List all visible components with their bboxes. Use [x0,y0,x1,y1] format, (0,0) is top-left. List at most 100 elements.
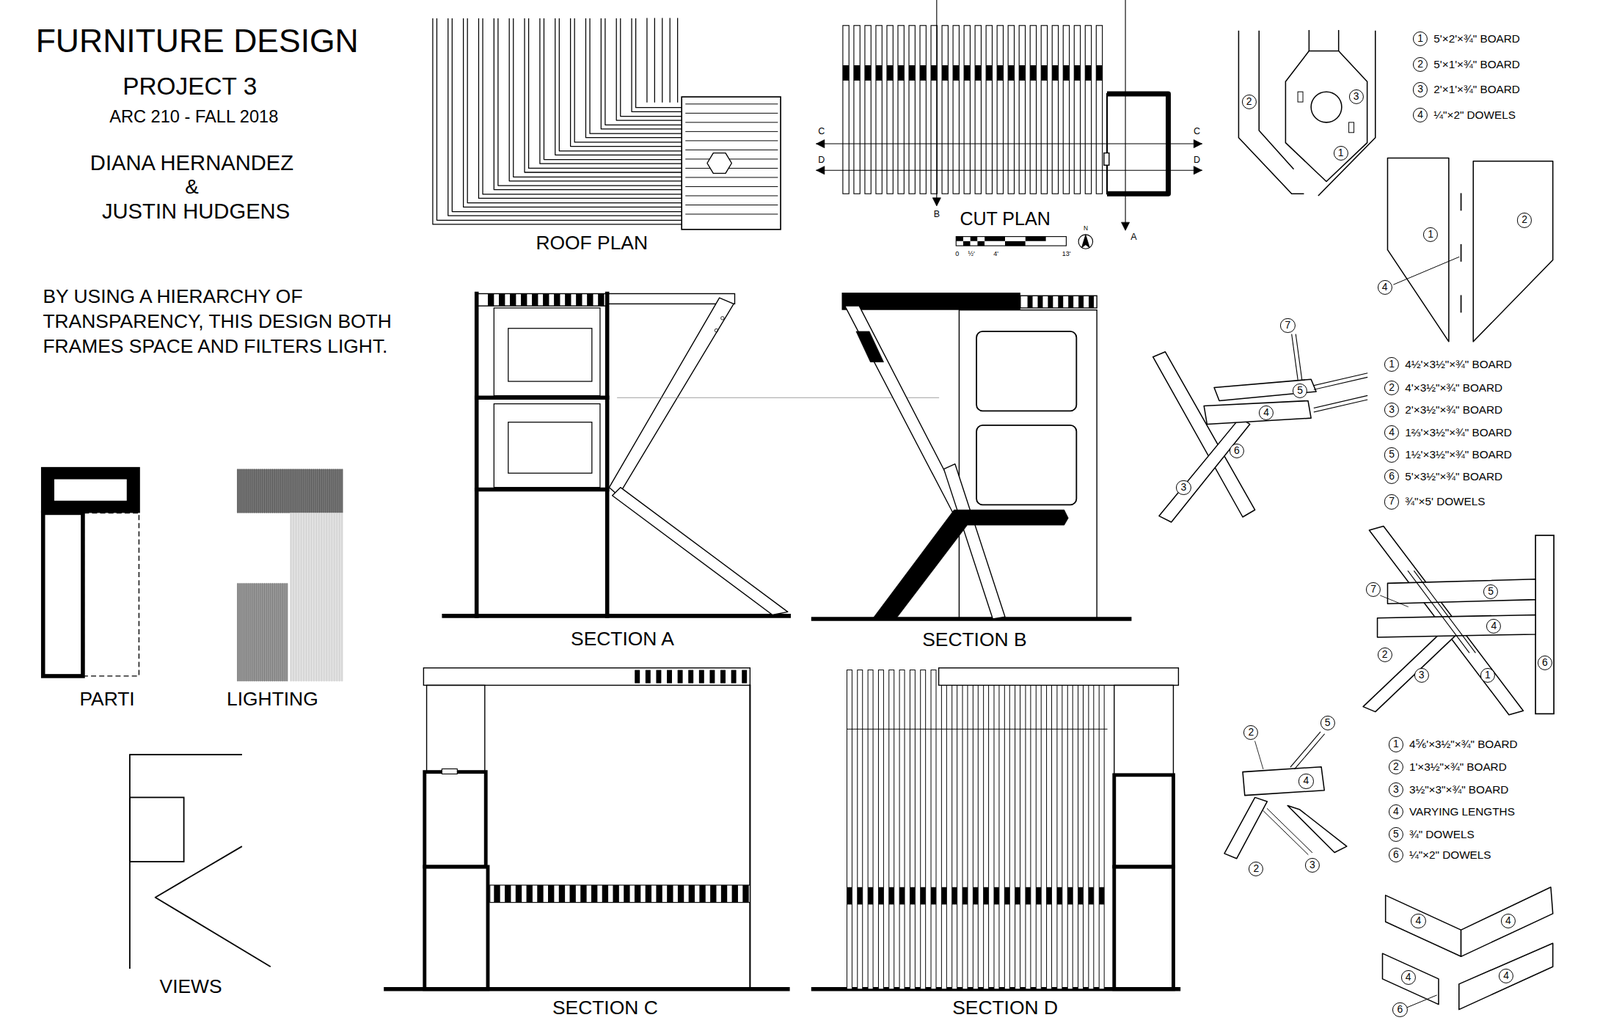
drawing-line [293,512,295,681]
drawing-line [251,469,253,514]
drawing-rect [1297,91,1303,102]
cut-slat-band [952,65,959,81]
drawing-line [476,396,608,401]
drawing-rect [1349,122,1355,133]
drawing-line [685,103,778,105]
slat [570,885,576,904]
slat [1067,670,1073,990]
callout-number: 1 [1480,668,1496,683]
drawing-line [816,170,1203,171]
callout-number: 2 [1248,861,1264,877]
scale-bar [955,241,964,246]
callout-number: 2 [1376,647,1392,663]
slat [520,293,527,306]
drawing-line [245,469,247,514]
slat-band [1067,887,1073,906]
drawing-line [323,469,325,514]
drawing-line [284,583,286,681]
ampersand: & [184,175,199,199]
slat [889,670,895,990]
cut-slat-band [1007,65,1014,81]
drawing-line [1125,0,1127,227]
slat [1037,295,1043,309]
roof-slat [605,18,682,125]
slat [597,293,604,306]
callout-number: 2 [1243,725,1259,741]
part-description: ¾" DOWELS [1409,828,1475,842]
drawing-line [1295,334,1302,380]
board [1385,895,1462,957]
cut-slat [1074,25,1080,194]
cut-slat [1062,25,1069,194]
callout-number: 4 [1400,969,1416,985]
drawing-line [333,469,335,514]
drawing-line [331,512,333,681]
callout-number: 1 [1333,145,1349,161]
drawing-line [685,121,778,123]
scale-bar [970,241,978,246]
slat [575,293,582,306]
parti [54,479,127,502]
drawing-line [269,469,271,514]
drawing-line [306,469,308,514]
cut-slat-band [941,65,948,81]
drawing-line [685,112,778,114]
views [155,846,271,967]
roof-slat [478,18,682,199]
slat [509,293,516,306]
callout-number: 4 [1258,405,1274,421]
cut-slat [1051,25,1058,194]
slat [688,885,695,904]
cut-slat [985,25,992,194]
cut-slat [897,25,904,194]
north-label: N [1083,225,1088,233]
drawing-line [239,469,241,514]
drawing-line [1414,571,1476,653]
drawing-line [308,469,310,514]
part-description: 1'×3½"×¾" BOARD [1409,760,1507,774]
drawing-line [290,469,292,514]
slat-band [899,887,905,906]
drawing-rect [1104,153,1110,166]
drawing-line [677,18,678,102]
part-description: ¼"×2" DOWELS [1409,848,1492,862]
lighting-tone [236,583,289,681]
roof-slat [570,18,683,147]
drawing-line [243,583,245,681]
cut-slat [1096,25,1102,194]
roof-slat [574,18,682,143]
cut-slat [974,25,981,194]
drawing-title: SECTION A [570,627,675,650]
roof-slat [509,18,682,182]
cut-slat-band [1074,65,1080,81]
slat-band [983,887,989,906]
callout-number: 6 [1384,468,1399,484]
part-description: ¼"×2" DOWELS [1433,108,1516,122]
slat-band [930,887,937,906]
slat [645,670,651,684]
drawing-line [276,469,278,514]
drawing-line [268,469,270,514]
scale-bar [963,236,971,242]
slat [487,293,494,306]
board [612,487,788,616]
drawing-line [443,614,789,619]
drawing-line [300,469,302,514]
drawing-line [295,512,297,681]
slat [602,885,609,904]
slat [677,885,684,904]
slat-band [962,887,968,906]
slat [1035,670,1041,990]
north-arrow [1081,234,1090,248]
board [1459,943,1554,1010]
drawing-line [341,469,343,514]
callout-number: 4 [1500,914,1516,929]
diagram-title: PARTI [79,688,135,711]
slat [994,670,1000,990]
callout-number: 3 [1348,89,1364,105]
cut-slat [919,25,926,194]
course-label: ARC 210 - FALL 2018 [109,107,279,127]
part-description: 5'×1'×¾" BOARD [1433,57,1521,72]
roof-slat [620,18,682,116]
slat-band [1015,887,1021,906]
